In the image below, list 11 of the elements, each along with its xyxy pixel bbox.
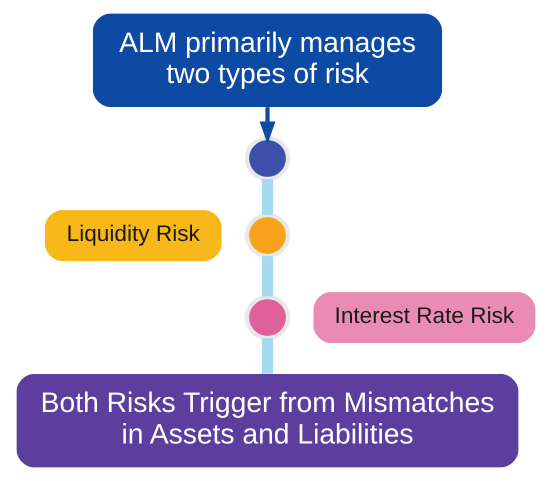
node-circle xyxy=(244,136,290,182)
node-circle xyxy=(244,294,290,340)
connector xyxy=(262,179,274,215)
arrow xyxy=(260,107,276,144)
node-box: Interest Rate Risk xyxy=(313,292,536,343)
connector xyxy=(262,256,274,297)
node-box: Liquidity Risk xyxy=(44,210,222,261)
connector xyxy=(262,338,274,374)
node-circle xyxy=(244,212,290,258)
node-box: ALM primarily manages two types of risk xyxy=(92,14,442,107)
node-box: Both Risks Trigger from Mismatches in Assets and Liabilities xyxy=(16,374,518,468)
